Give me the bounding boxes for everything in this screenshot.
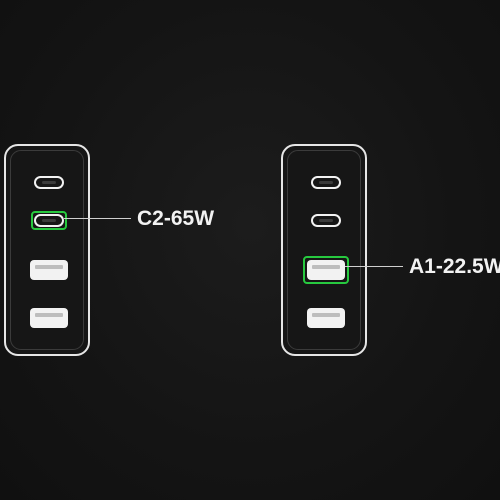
usb-a-port-1 — [30, 260, 68, 280]
usb-c-port-2 — [34, 214, 64, 227]
highlight-box-a1 — [303, 256, 349, 284]
charger-outline-left — [4, 144, 90, 356]
usb-a-port-2 — [307, 308, 345, 328]
usb-a-port-2 — [30, 308, 68, 328]
callout-label-left: C2-65W — [137, 207, 215, 230]
callout-line-left — [64, 218, 131, 219]
usb-c-port-1 — [311, 176, 341, 189]
usb-c-port-2 — [311, 214, 341, 227]
charger-outline-right — [281, 144, 367, 356]
callout-label-right: A1-22.5W — [409, 255, 500, 278]
callout-line-right — [345, 266, 403, 267]
usb-c-port-1 — [34, 176, 64, 189]
usb-a-port-1 — [307, 260, 345, 280]
highlight-box-c2 — [31, 211, 67, 230]
